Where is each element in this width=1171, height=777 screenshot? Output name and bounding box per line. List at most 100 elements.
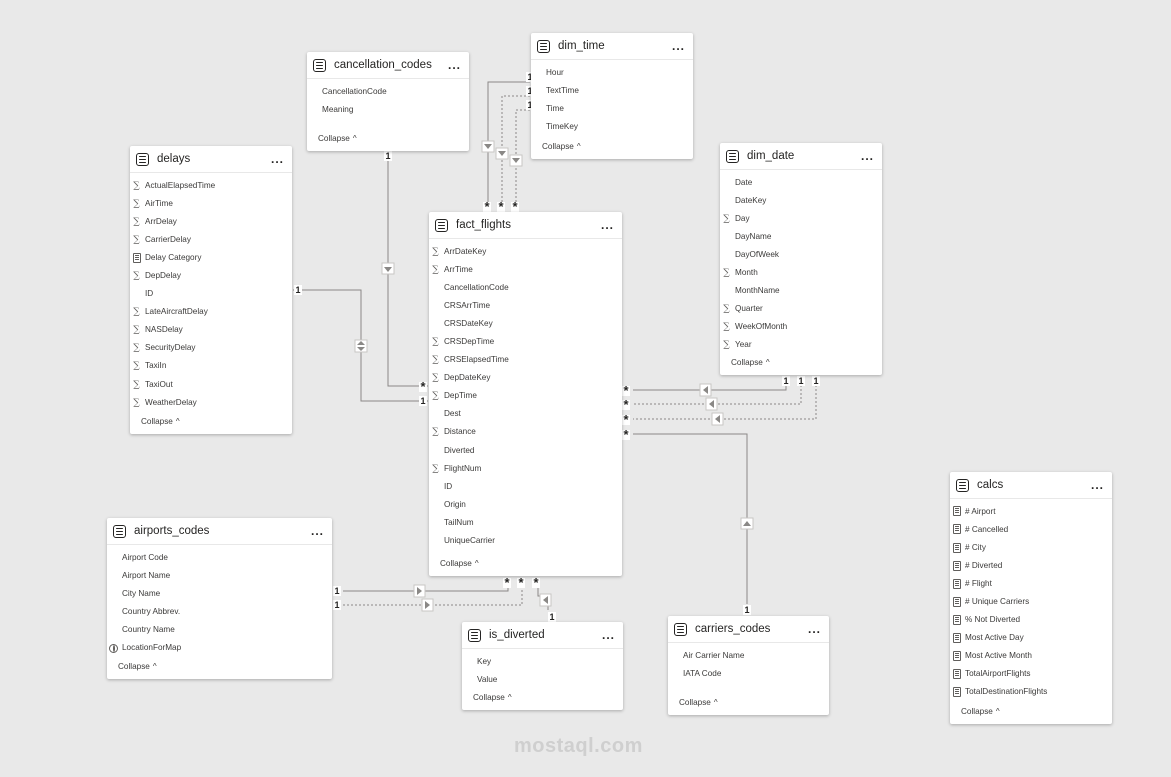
field-item[interactable]: Airport Code <box>107 548 332 566</box>
field-item[interactable]: ∑TaxiIn <box>130 357 292 375</box>
field-item[interactable]: ∑AirTime <box>130 194 292 212</box>
field-item[interactable]: ∑CRSDepTime <box>429 332 622 350</box>
field-item[interactable]: Time <box>531 99 693 117</box>
field-item[interactable]: ∑Day <box>720 209 882 227</box>
field-item[interactable]: ∑Quarter <box>720 300 882 318</box>
field-item[interactable]: ∑FlightNum <box>429 459 622 477</box>
field-item[interactable]: ID <box>429 477 622 495</box>
collapse-button[interactable]: Collapse^ <box>473 693 512 702</box>
table-header[interactable]: fact_flights ... <box>429 212 622 239</box>
table-header[interactable]: dim_date ... <box>720 143 882 170</box>
field-item[interactable]: Key <box>462 652 623 670</box>
field-item[interactable]: Value <box>462 670 623 688</box>
more-options-icon[interactable]: ... <box>447 58 461 72</box>
field-item[interactable]: ∑Month <box>720 263 882 281</box>
more-options-icon[interactable]: ... <box>1090 478 1104 492</box>
more-options-icon[interactable]: ... <box>310 524 324 538</box>
table-card-dim-time[interactable]: dim_time ... Hour TextTime Time TimeKey … <box>531 33 693 159</box>
field-item[interactable]: ∑DepTime <box>429 387 622 405</box>
field-item[interactable]: DayName <box>720 227 882 245</box>
table-card-delays[interactable]: delays ... ∑ActualElapsedTime∑AirTime∑Ar… <box>130 146 292 434</box>
more-options-icon[interactable]: ... <box>600 218 614 232</box>
more-options-icon[interactable]: ... <box>601 628 615 642</box>
field-item[interactable]: % Not Diverted <box>950 611 1112 629</box>
field-item[interactable]: CancellationCode <box>429 278 622 296</box>
field-item[interactable]: # Flight <box>950 574 1112 592</box>
collapse-button[interactable]: Collapse^ <box>141 417 180 426</box>
table-card-is-diverted[interactable]: is_diverted ... Key Value Collapse^ <box>462 622 623 710</box>
more-options-icon[interactable]: ... <box>807 622 821 636</box>
field-item[interactable]: # Unique Carriers <box>950 592 1112 610</box>
field-item[interactable]: ∑CRSElapsedTime <box>429 351 622 369</box>
field-item[interactable]: ∑ActualElapsedTime <box>130 176 292 194</box>
field-item[interactable]: Date <box>720 173 882 191</box>
field-item[interactable]: ∑LateAircraftDelay <box>130 303 292 321</box>
field-item[interactable]: DateKey <box>720 191 882 209</box>
field-item[interactable]: # City <box>950 538 1112 556</box>
collapse-button[interactable]: Collapse^ <box>118 662 157 671</box>
field-item[interactable]: Dest <box>429 405 622 423</box>
field-item[interactable]: City Name <box>107 584 332 602</box>
field-item[interactable]: ∑Year <box>720 336 882 354</box>
field-item[interactable]: Diverted <box>429 441 622 459</box>
field-item[interactable]: # Airport <box>950 502 1112 520</box>
field-item[interactable]: MonthName <box>720 282 882 300</box>
field-item[interactable]: ∑ArrDelay <box>130 212 292 230</box>
field-item[interactable]: TextTime <box>531 81 693 99</box>
field-item[interactable]: LocationForMap <box>107 638 332 656</box>
field-item[interactable]: Air Carrier Name <box>668 646 829 664</box>
field-item[interactable]: # Diverted <box>950 556 1112 574</box>
field-item[interactable]: Country Abbrev. <box>107 602 332 620</box>
field-item[interactable]: ∑DepDateKey <box>429 369 622 387</box>
field-item[interactable]: ∑WeekOfMonth <box>720 318 882 336</box>
table-card-calcs[interactable]: calcs ... # Airport# Cancelled# City# Di… <box>950 472 1112 724</box>
table-card-cancellation-codes[interactable]: cancellation_codes ... CancellationCode … <box>307 52 469 151</box>
field-item[interactable]: TimeKey <box>531 117 693 135</box>
collapse-button[interactable]: Collapse^ <box>731 358 770 367</box>
table-header[interactable]: dim_time ... <box>531 33 693 60</box>
field-item[interactable]: DayOfWeek <box>720 245 882 263</box>
table-header[interactable]: cancellation_codes ... <box>307 52 469 79</box>
field-item[interactable]: ∑DepDelay <box>130 266 292 284</box>
more-options-icon[interactable]: ... <box>860 149 874 163</box>
field-item[interactable]: ∑SecurityDelay <box>130 339 292 357</box>
field-item[interactable]: IATA Code <box>668 664 829 682</box>
field-item[interactable]: Airport Name <box>107 566 332 584</box>
field-item[interactable]: CancellationCode <box>307 82 469 100</box>
field-item[interactable]: ∑TaxiOut <box>130 375 292 393</box>
field-item[interactable]: Origin <box>429 495 622 513</box>
table-header[interactable]: is_diverted ... <box>462 622 623 649</box>
field-item[interactable]: ID <box>130 285 292 303</box>
collapse-button[interactable]: Collapse^ <box>440 559 479 568</box>
collapse-button[interactable]: Collapse^ <box>961 707 1000 716</box>
field-item[interactable]: Country Name <box>107 620 332 638</box>
more-options-icon[interactable]: ... <box>671 39 685 53</box>
field-item[interactable]: ∑NASDelay <box>130 321 292 339</box>
table-header[interactable]: airports_codes ... <box>107 518 332 545</box>
field-item[interactable]: CRSArrTime <box>429 296 622 314</box>
field-item[interactable]: CRSDateKey <box>429 314 622 332</box>
collapse-button[interactable]: Collapse^ <box>318 134 357 143</box>
field-item[interactable]: UniqueCarrier <box>429 532 622 550</box>
collapse-button[interactable]: Collapse^ <box>542 142 581 151</box>
table-card-carriers-codes[interactable]: carriers_codes ... Air Carrier Name IATA… <box>668 616 829 715</box>
field-item[interactable]: Hour <box>531 63 693 81</box>
field-item[interactable]: Most Active Month <box>950 647 1112 665</box>
collapse-button[interactable]: Collapse^ <box>679 698 718 707</box>
field-item[interactable]: ∑WeatherDelay <box>130 393 292 411</box>
table-header[interactable]: calcs ... <box>950 472 1112 499</box>
field-item[interactable]: # Cancelled <box>950 520 1112 538</box>
field-item[interactable]: ∑Distance <box>429 423 622 441</box>
field-item[interactable]: TotalAirportFlights <box>950 665 1112 683</box>
field-item[interactable]: Delay Category <box>130 248 292 266</box>
table-header[interactable]: delays ... <box>130 146 292 173</box>
field-item[interactable]: TotalDestinationFlights <box>950 683 1112 701</box>
field-item[interactable]: Most Active Day <box>950 629 1112 647</box>
field-item[interactable]: TailNum <box>429 513 622 531</box>
field-item[interactable]: Meaning <box>307 100 469 118</box>
field-item[interactable]: ∑ArrTime <box>429 260 622 278</box>
